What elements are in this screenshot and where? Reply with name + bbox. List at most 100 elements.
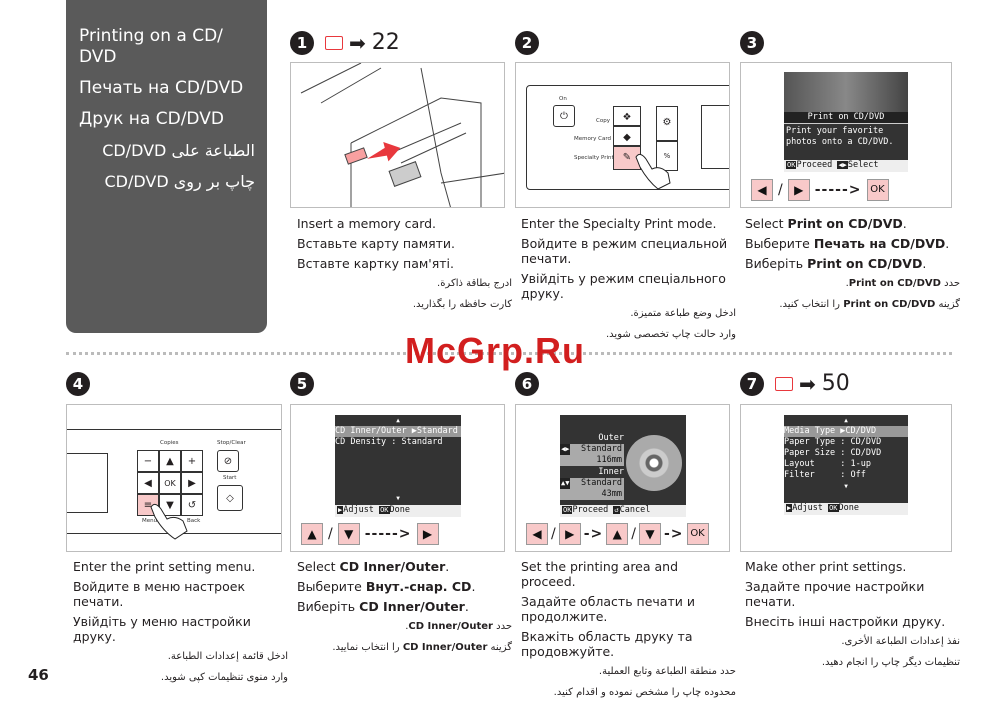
hand-pointer-icon [150,503,188,540]
instruction-fa: وارد منوی تنظيمات كپی شويد. [160,672,288,683]
title-ru: Печать на CD/DVD [79,78,244,98]
select-hint: Select [847,160,879,170]
ref-page-number: 22 [371,30,400,55]
setup-button[interactable]: ⚙ [656,106,678,141]
scroll-up-icon: ▲ [396,417,400,424]
arrow-right-icon: ➡ [349,30,366,55]
right-button[interactable]: ▶ [416,523,439,545]
page-reference: ➡22 [325,30,400,55]
cancel-hint: Cancel [619,505,651,515]
layout-row: Layout : 1-up [784,459,871,469]
then-arrow: -----> [364,526,412,542]
step-3-instructions: Select Print on CD/DVD. Выберите Печать … [745,216,960,318]
media-type-row: Media Type ▶CD/DVD [784,426,908,437]
done-hint: Done [389,505,410,515]
instruction-ru: Войдите в режим специальной печати. [521,236,728,266]
lcd-screen: Print on CD/DVD Print your favorite phot… [784,72,908,172]
down-button[interactable]: ▼ [337,523,360,545]
zoom-button[interactable]: % [656,141,678,171]
stop-button[interactable]: ⊘ [217,450,239,472]
book-icon [775,376,793,391]
up-button[interactable]: ▲ [301,523,323,545]
copies-label: Copies [160,440,179,446]
instruction-uk: Внесіть інші настройки друку. [745,614,946,629]
screen-footer: ▶Adjust OKDone [784,503,908,515]
step-7-instructions: Make other print settings. Задайте прочи… [745,559,960,676]
control-panel-illustration: Copies Stop/Clear Start − ▲ + ◀ OK ▶ ≡ ▼… [66,404,282,552]
left-right-glyph: ◀▶ [560,444,571,455]
copy-mode-button[interactable]: ❖ [613,106,641,126]
ok-glyph: OK [786,161,797,169]
separator: / [631,526,636,542]
instruction-ru: Войдите в меню настроек печати. [73,579,245,609]
left-button[interactable]: ◀ [751,179,773,201]
then-arrow: -----> [814,182,862,198]
scroll-down-icon: ▼ [844,483,848,490]
back-glyph: ↺ [613,506,620,514]
instruction-ru: Выберите Внут.-снар. CD. [297,579,476,594]
cd-density-row: CD Density : Standard [335,437,443,447]
page-reference: ➡50 [775,371,850,396]
inner-label: Inner [598,467,624,477]
proceed-hint: Proceed [796,160,833,170]
instruction-fa: وارد حالت چاپ تخصصی شويد. [605,329,736,340]
right-button[interactable]: ▶ [558,523,581,545]
ok-button[interactable]: OK [686,523,709,545]
right-glyph: ▶ [337,506,344,514]
then-arrow: -> [663,526,684,542]
button-sequence: ◀/▶->▲/▼->OK [526,523,709,545]
watermark: McGrp.Ru [405,330,586,371]
up-button[interactable]: ▲ [159,450,181,472]
memory-card-mode-button[interactable]: ◆ [613,126,641,146]
step-3-illustration: Print on CD/DVD Print your favorite phot… [740,62,952,208]
left-button[interactable]: ◀ [137,472,159,494]
instruction-fa: محدوده چاپ را مشخص نموده و اقدام كنيد. [553,687,736,698]
step-number: 5 [290,372,314,396]
page-number: 46 [28,666,49,684]
instruction-fa: گزينه Print on CD/DVD را انتخاب كنيد. [779,299,960,310]
step-5-illustration: ▲ CD Inner/Outer ▶Standard CD Density : … [290,404,505,552]
cd-inner-outer-row: CD Inner/Outer ▶Standard [335,426,461,437]
hand-pointer-icon [635,153,671,190]
copy-label: Copy [596,118,610,124]
ok-button[interactable]: OK [866,179,889,201]
minus-button[interactable]: − [137,450,159,472]
lcd-outline [701,105,729,169]
instruction-en: Enter the print setting menu. [73,559,256,574]
back-button[interactable]: ↺ [181,494,203,516]
adjust-hint: Adjust [792,503,823,513]
plus-button[interactable]: + [181,450,203,472]
ok-button[interactable]: OK [159,472,181,494]
back-label: Back [187,518,201,524]
separator: / [778,182,783,198]
control-panel-illustration: On ⏻ Copy Memory Card Specialty Print ❖ … [515,62,730,208]
instruction-en: Enter the Specialty Print mode. [521,216,717,231]
right-button[interactable]: ▶ [181,472,203,494]
button-sequence: ◀ /▶----->OK [751,179,889,201]
instruction-en: Set the printing area and proceed. [521,559,679,589]
screen-footer: ▶Adjust OKDone [335,505,461,517]
up-button[interactable]: ▲ [606,523,629,545]
ok-glyph: OK [379,506,390,514]
menu-label: Menu [142,518,158,524]
arrow-right-icon: ➡ [799,371,816,396]
step-1-instructions: Insert a memory card. Вставьте карту пам… [297,216,512,318]
instruction-uk: Увійдіть у меню настройки друку. [73,614,251,644]
start-button[interactable]: ◇ [217,485,243,511]
instruction-ar: ادخل وضع طباعة متميزة. [630,308,736,319]
power-button[interactable]: ⏻ [553,105,575,127]
left-button[interactable]: ◀ [526,523,548,545]
right-button[interactable]: ▶ [787,179,810,201]
step-4-instructions: Enter the print setting menu. Войдите в … [73,559,288,691]
instruction-fa: گزينه CD Inner/Outer را انتخاب نماييد. [332,642,512,653]
left-right-glyph: ◀▶ [837,161,848,169]
instruction-en: Select Print on CD/DVD. [745,216,907,231]
instruction-en: Insert a memory card. [297,216,437,231]
instruction-ar: ادرج بطاقة ذاكرة. [437,278,512,289]
step-7-illustration: ▲ Media Type ▶CD/DVD Paper Type : CD/DVD… [740,404,952,552]
down-button[interactable]: ▼ [159,494,181,516]
proceed-hint: Proceed [572,505,609,515]
down-button[interactable]: ▼ [638,523,661,545]
book-icon [325,35,343,50]
